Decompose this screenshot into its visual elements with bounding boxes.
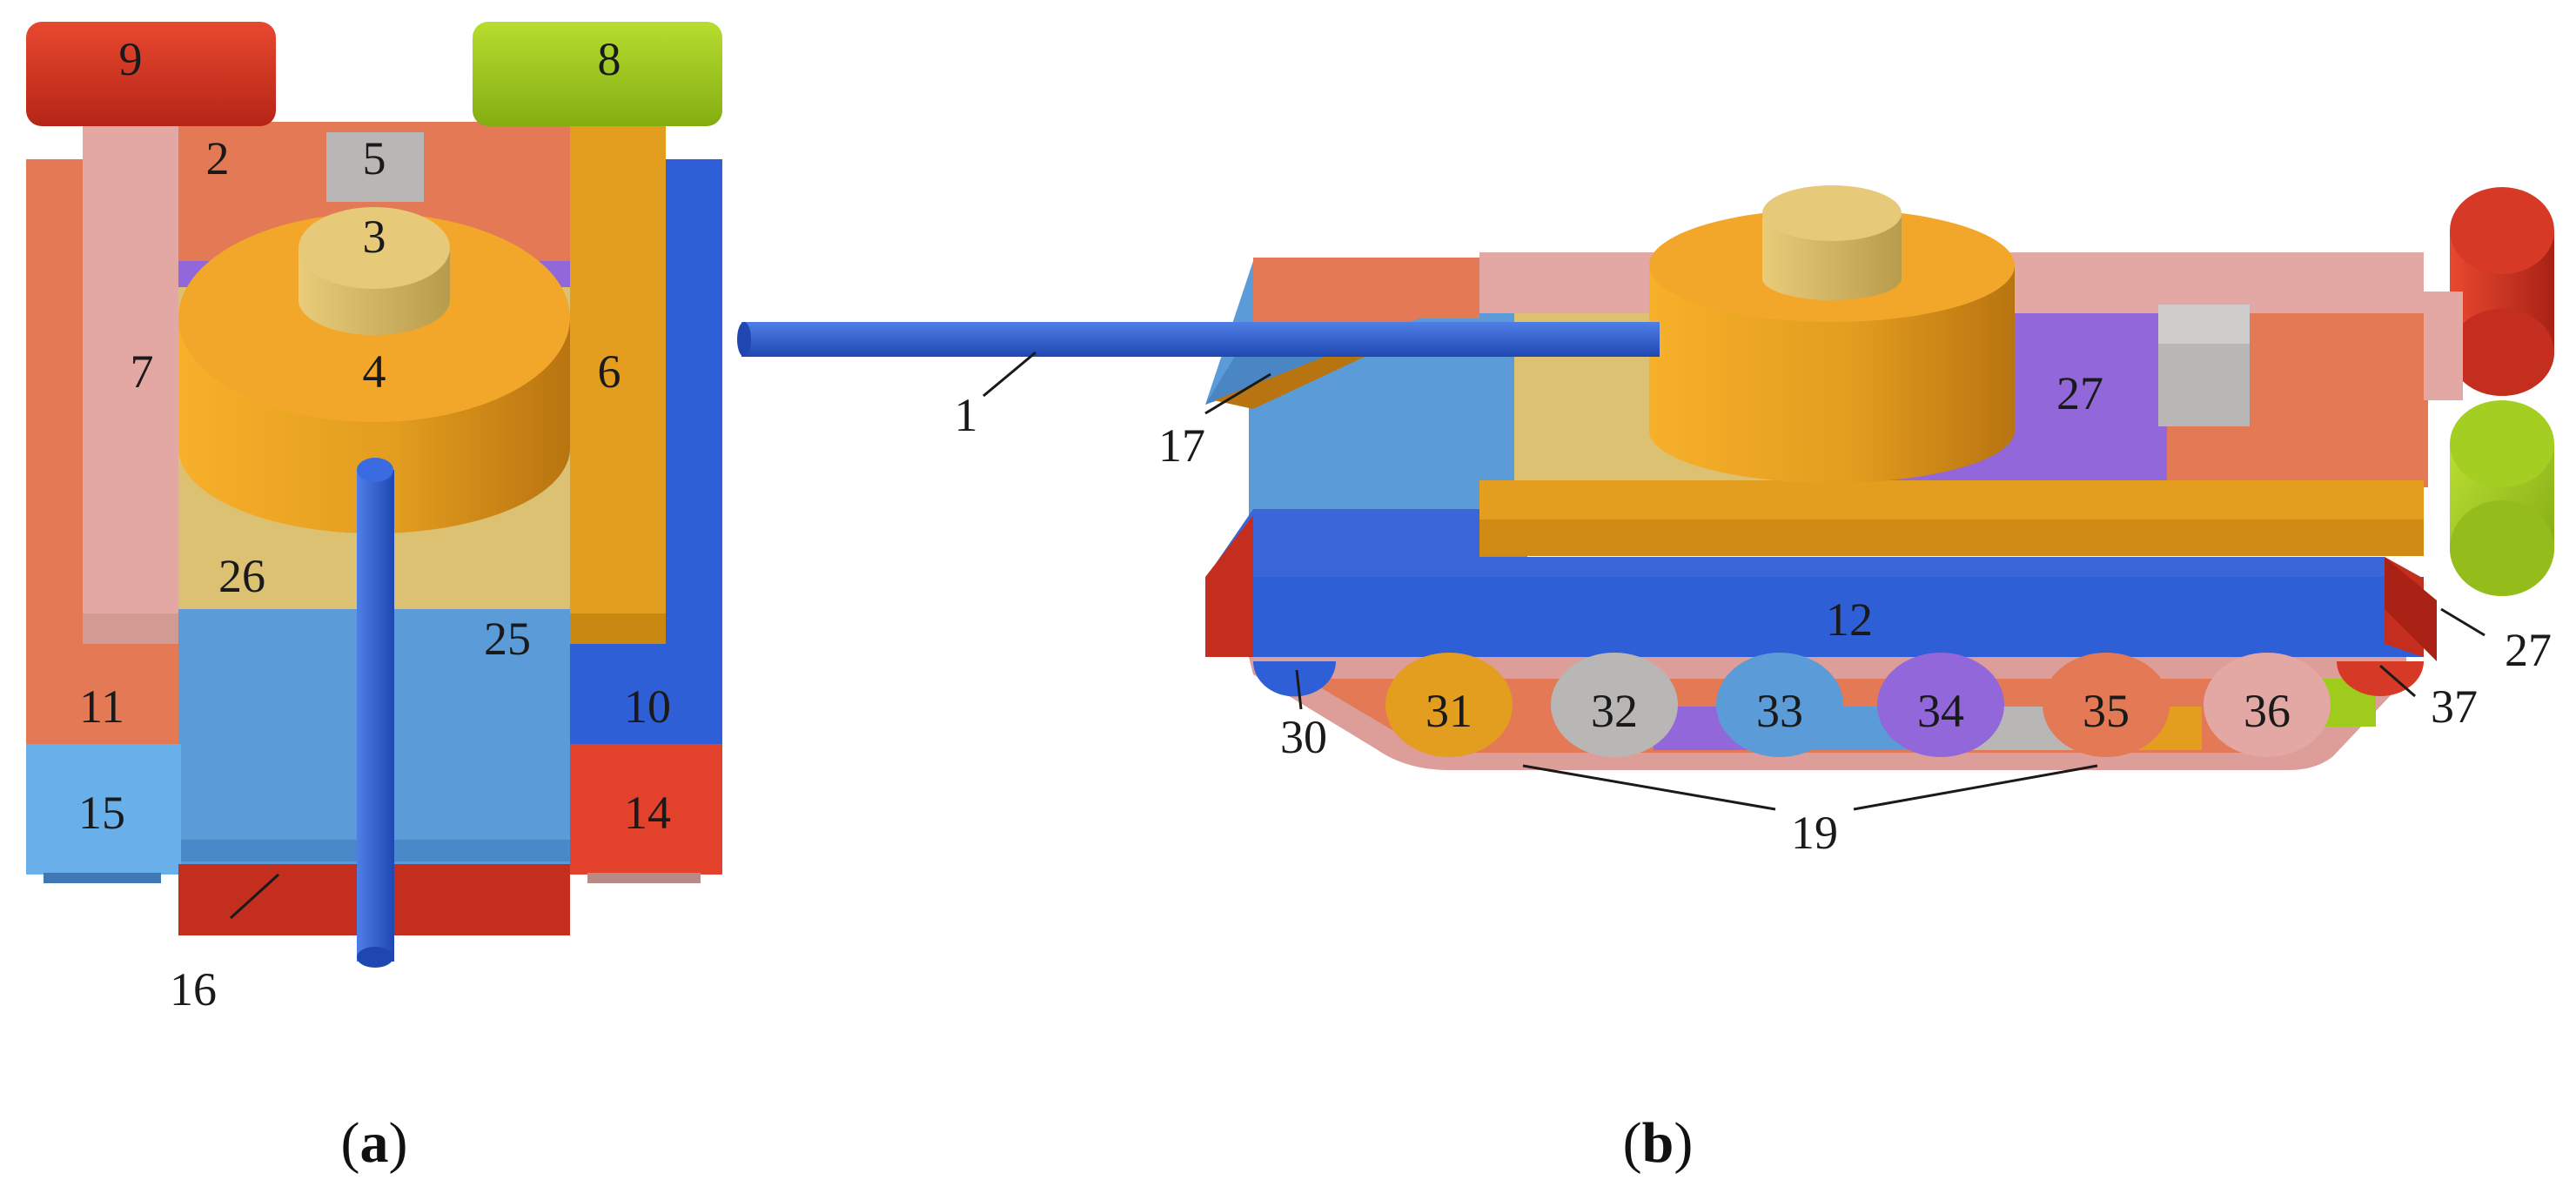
caption-a: (a): [341, 1111, 408, 1175]
cupola-3-top: [299, 207, 450, 289]
rear-cylinder-red-end: [2450, 309, 2554, 396]
fender-12: [1205, 577, 2424, 657]
gray-block-top: [2158, 305, 2250, 344]
label-30: 30: [1280, 711, 1327, 763]
track-14: [570, 744, 722, 875]
label-14: 14: [624, 787, 671, 839]
barrel-1-top-view: [357, 470, 394, 962]
wheel-34: [1877, 653, 2004, 757]
gray-block-5: [326, 132, 424, 202]
wheel-33: [1716, 653, 1843, 757]
label-4: 4: [363, 345, 386, 398]
label-8: 8: [598, 33, 621, 85]
track-14-shadow: [587, 873, 701, 883]
gold-plate-6-end: [570, 613, 666, 644]
label-19: 19: [1791, 807, 1838, 859]
label-9: 9: [119, 33, 143, 85]
barrel-1-side-view: [741, 322, 1660, 357]
label-25: 25: [484, 613, 531, 665]
label-27-rear: 27: [2505, 624, 2552, 676]
label-11: 11: [79, 680, 124, 733]
track-15: [26, 744, 181, 875]
rear-cylinder-lime-end: [2450, 500, 2554, 596]
cylinder-8: [473, 22, 722, 126]
cupola-side: [1762, 218, 1902, 300]
fender-12-front-end: [1205, 515, 1253, 657]
label-31: 31: [1426, 685, 1472, 737]
wheel-31: [1385, 653, 1513, 757]
label-36: 36: [2244, 685, 2291, 737]
leader-19-right: [1853, 764, 2098, 811]
label-2: 2: [206, 132, 230, 184]
rear-cylinder-lime-top: [2450, 400, 2554, 487]
orange-front-top: [1253, 258, 1479, 318]
barrel-1-muzzle: [357, 947, 393, 968]
leader-17: [1204, 372, 1271, 415]
pink-rear-plate: [2424, 292, 2463, 400]
gold-side-plate: [1479, 480, 2424, 519]
cylinder-9: [26, 22, 276, 126]
glacis-17-dark-inner: [1214, 344, 1392, 409]
cupola-side-top: [1762, 185, 1902, 241]
label-37: 37: [2431, 680, 2478, 733]
label-1: 1: [955, 389, 978, 441]
leader-19-left: [1522, 764, 1776, 811]
wheel-32: [1551, 653, 1678, 757]
label-15: 15: [78, 787, 125, 839]
label-5: 5: [363, 132, 386, 184]
leader-27-rear: [2440, 607, 2485, 637]
caption-b: (b): [1623, 1111, 1694, 1175]
label-10: 10: [624, 680, 671, 733]
leader-16: [229, 873, 280, 920]
label-17: 17: [1158, 419, 1205, 472]
wheel-30: [1253, 661, 1336, 697]
label-3: 3: [363, 211, 386, 263]
label-27-hull: 27: [2056, 367, 2103, 419]
label-7: 7: [131, 345, 154, 398]
gold-plate-6: [570, 107, 666, 644]
wheel-35: [2043, 653, 2170, 757]
leader-37: [2379, 664, 2416, 698]
label-35: 35: [2083, 685, 2130, 737]
track-15-shadow: [44, 873, 161, 883]
panel-a-top-view: 9 8 2 5 3 7 4 6 26 25 11 10 15 14 16 (a): [26, 22, 722, 1175]
barrel-1-side-muzzle: [737, 322, 751, 357]
rear-cylinder-red-top: [2450, 187, 2554, 274]
wheel-37: [2337, 661, 2424, 696]
wheel-36: [2204, 653, 2331, 757]
fender-12-rear-dark: [2385, 557, 2437, 661]
label-26: 26: [218, 550, 265, 602]
leader-30: [1295, 669, 1303, 710]
label-34: 34: [1917, 685, 1964, 737]
pink-plate-7: [83, 107, 178, 644]
label-16: 16: [170, 963, 217, 1015]
label-6: 6: [598, 345, 621, 398]
leader-1: [983, 351, 1036, 398]
barrel-1-breech: [357, 458, 393, 482]
turret-side: [1649, 265, 2015, 483]
label-32: 32: [1591, 685, 1638, 737]
panel-b-side-view: 1 17 27 12 27 30 31 32 33 34 35 36 37 19…: [737, 185, 2554, 1175]
pink-plate-7-end: [83, 613, 178, 644]
label-12: 12: [1826, 593, 1873, 646]
fender-12-top: [1205, 509, 2424, 579]
label-33: 33: [1756, 685, 1803, 737]
gold-side-plate-lower: [1479, 519, 2424, 556]
